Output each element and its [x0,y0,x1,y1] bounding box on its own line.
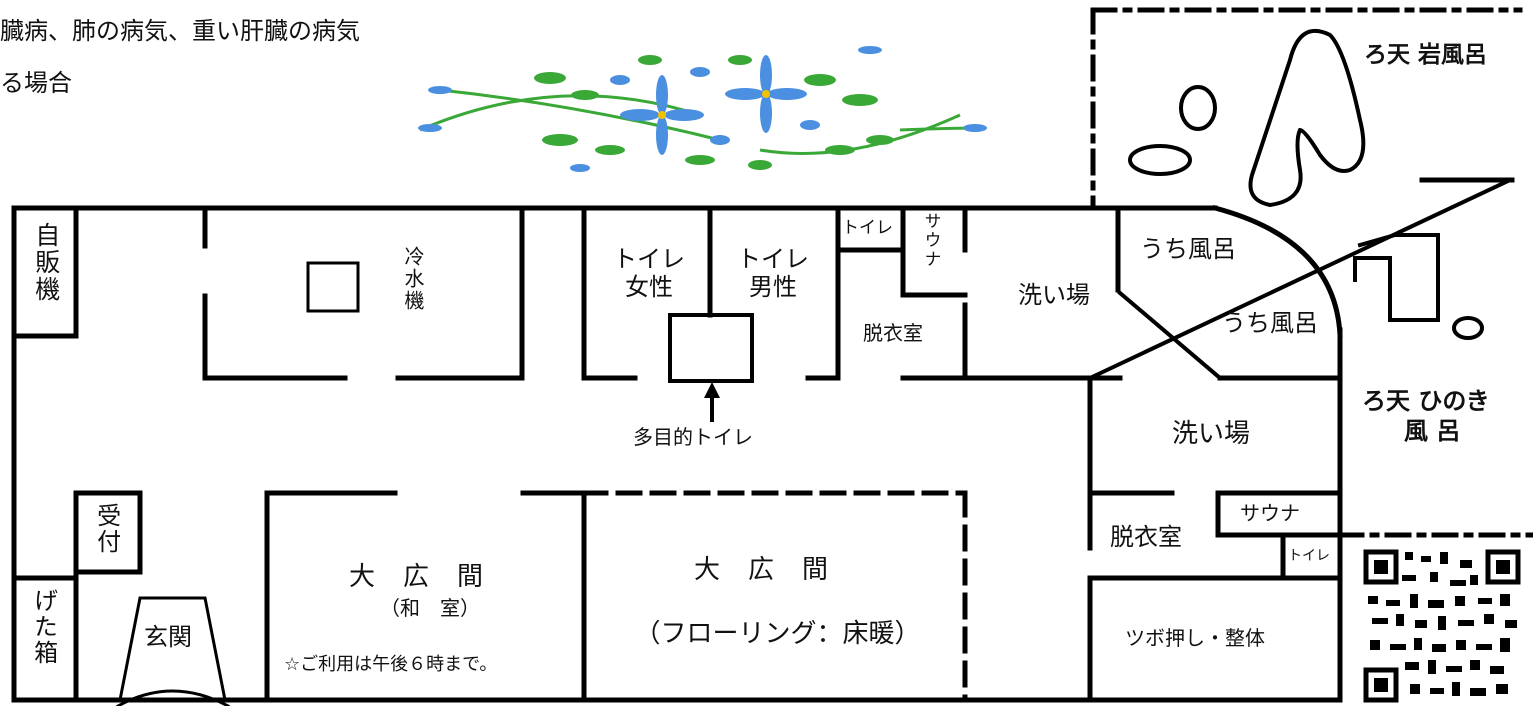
flower-decoration [418,46,987,172]
entrance-outline [118,596,227,702]
vending-machine-label: 自販機 [31,222,61,303]
hall-japanese-subtitle: （和 室） [380,596,480,620]
cold-water-label: 冷水機 [401,246,425,312]
dressing-room-lower-label: 脱衣室 [1110,523,1182,551]
dressing-room-upper-label: 脱衣室 [863,321,923,345]
arrow-head [704,382,720,398]
rock-bath-shape [1248,29,1366,208]
rock-bath-stone [1128,144,1192,176]
hall-japanese-note: ☆ご利用は午後６時まで。 [284,654,498,675]
rotenburo-hinoki-label-1: ろ天 ひのき [1362,387,1490,415]
hinoki-bath-shape [1353,233,1440,322]
notes-line-1: 臓病、肺の病気、重い肝臓の病気 [0,17,360,45]
toilet-men-label: トイレ男性 [737,245,809,301]
rotenburo-hinoki-label-2: 風 呂 [1404,417,1461,445]
qr-code [1363,548,1524,703]
hinoki-bath-stone [1452,316,1484,340]
multipurpose-toilet-box [668,313,754,383]
entrance-step [115,689,231,706]
cold-water-machine [306,261,360,313]
inner-bath-1-label: うち風呂 [1140,235,1236,263]
diagonal-wall [1117,290,1223,381]
bath-curve-wall [1211,204,1343,338]
notes-line-2: る場合 [0,69,72,97]
reception-label: 受付 [92,503,121,555]
inner-bath-2-label: うち風呂 [1222,309,1318,337]
diagonal-wall [1087,177,1513,381]
hall-japanese-title: 大広間 [348,562,511,592]
small-toilet-upper-label: トイレ [842,218,893,238]
rock-bath-stone [1179,85,1217,131]
sauna-upper-label: サウナ [920,212,941,269]
sauna-lower-label: サウナ [1240,501,1300,525]
toilet-women-label: トイレ女性 [613,245,685,301]
hall-flooring-subtitle: （フローリング：床暖） [634,619,921,649]
massage-room-label: ツボ押し・整体 [1125,626,1265,650]
hall-flooring-title: 大広間 [693,555,856,585]
multipurpose-toilet-label: 多目的トイレ [633,425,753,449]
small-toilet-lower-label: トイレ [1288,548,1330,564]
washing-area-upper-label: 洗い場 [1018,281,1090,309]
entrance-label: 玄関 [144,623,192,651]
rotenburo-rock-label: ろ天 岩風呂 [1364,42,1488,68]
washing-area-lower-label: 洗い場 [1172,419,1251,449]
shoe-box-label: げた箱 [29,588,58,666]
